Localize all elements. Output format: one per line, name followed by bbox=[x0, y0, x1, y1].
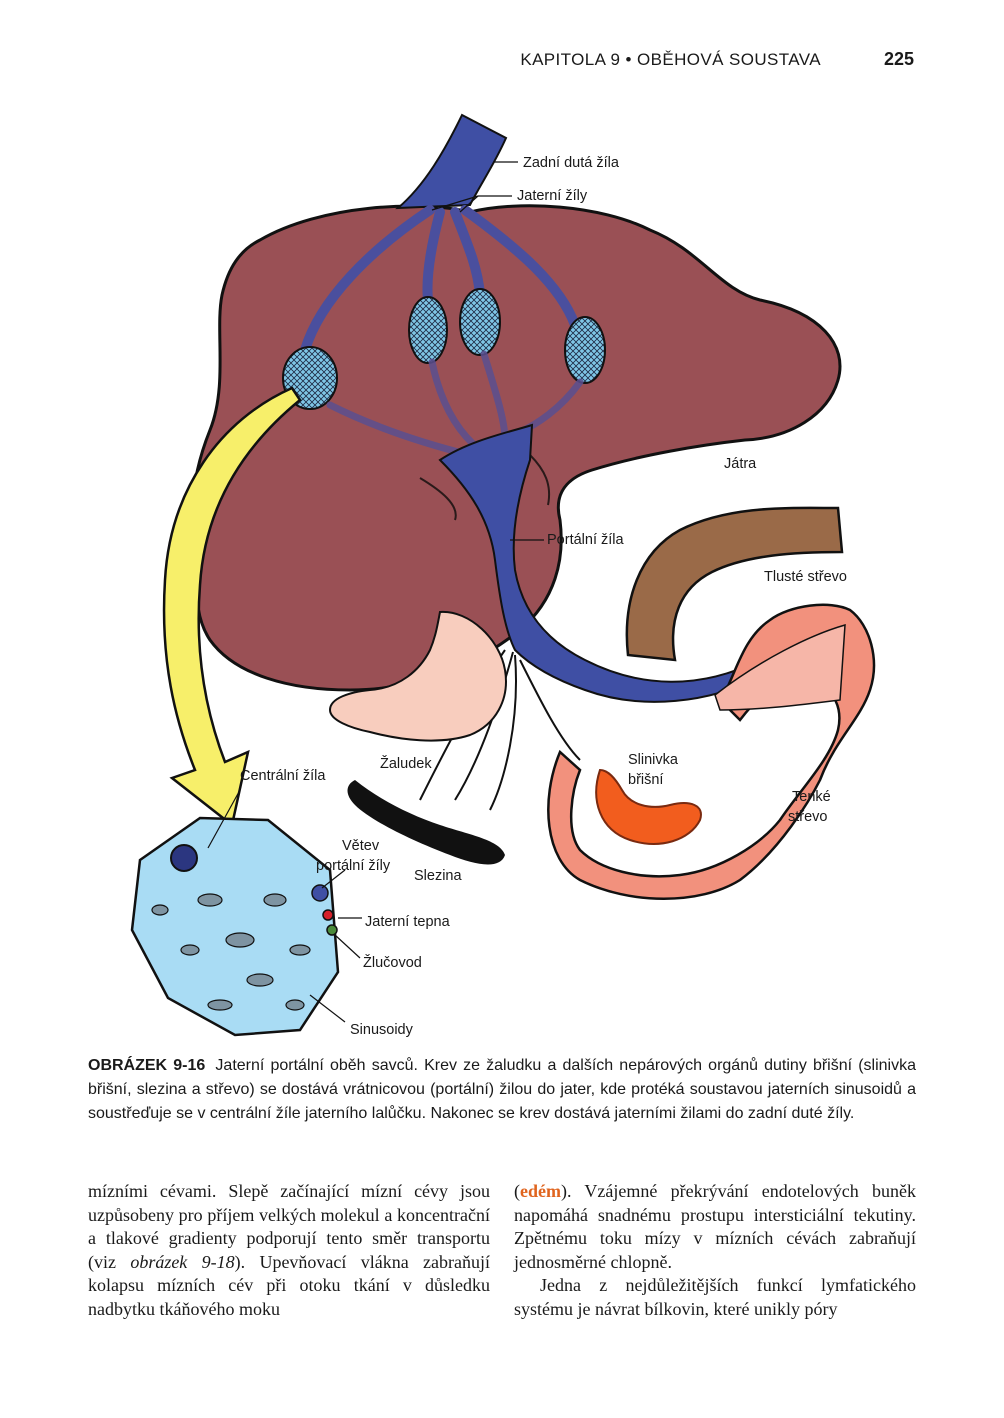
left-text-part1: mízními cévami. Slepě začínající mízní c… bbox=[88, 1181, 490, 1272]
label-portal-branch-line2: portální žíly bbox=[316, 858, 391, 874]
vena-cava-shape bbox=[395, 113, 508, 210]
right-paragraph-2: Jedna z nejdůležitějších funkcí lymfatic… bbox=[514, 1274, 916, 1321]
lobule-block bbox=[130, 816, 340, 1037]
spleen-shape bbox=[347, 780, 505, 865]
right-text-part1: ). Vzájemné překrývání endotelových buně… bbox=[514, 1181, 916, 1272]
body-column-left: mízními cévami. Slepě začínající mízní c… bbox=[88, 1180, 490, 1321]
label-large-intestine: Tlusté střevo bbox=[764, 569, 847, 585]
central-vein-mark bbox=[170, 844, 198, 872]
stomach-shape bbox=[328, 610, 507, 742]
label-spleen: Slezina bbox=[414, 868, 462, 884]
figure-illustration bbox=[130, 113, 876, 1037]
label-sinusoids: Sinusoidy bbox=[350, 1022, 413, 1038]
label-portal-branch-line1: Větev bbox=[342, 838, 380, 854]
label-pancreas-line2: břišní bbox=[628, 772, 664, 788]
label-pancreas-line1: Slinivka bbox=[628, 752, 678, 768]
right-text-part2: Jedna z nejdůležitějších funkcí lymfatic… bbox=[514, 1275, 916, 1319]
highlighted-term: edém bbox=[520, 1181, 561, 1201]
large-intestine-shape bbox=[625, 506, 844, 662]
pancreas-shape bbox=[595, 768, 702, 845]
body-column-right: (edém). Vzájemné překrývání endotelových… bbox=[514, 1180, 916, 1321]
label-bile-duct: Žlučovod bbox=[363, 955, 422, 971]
figure-number: OBRÁZEK 9-16 bbox=[88, 1057, 206, 1074]
hepatic-veins bbox=[300, 205, 580, 355]
running-head: KAPITOLA 9 • OBĚHOVÁ SOUSTAVA 225 bbox=[0, 49, 1004, 74]
label-hepatic-artery: Jaterní tepna bbox=[365, 914, 450, 930]
right-paragraph-1: (edém). Vzájemné překrývání endotelových… bbox=[514, 1180, 916, 1274]
label-small-intestine-line2: střevo bbox=[788, 809, 828, 825]
label-liver: Játra bbox=[724, 456, 757, 472]
page-number: 225 bbox=[883, 49, 914, 69]
left-text-part2: ). Upevňovací vlákna zabraňují kolapsu m… bbox=[88, 1251, 491, 1319]
lobule-veins bbox=[282, 288, 606, 410]
label-small-intestine-line1: Tenké bbox=[792, 789, 831, 805]
label-stomach: Žaludek bbox=[380, 756, 432, 772]
label-leaders bbox=[207, 161, 544, 1023]
label-vena-cava: Zadní dutá žíla bbox=[523, 155, 619, 171]
chapter-title: KAPITOLA 9 • OBĚHOVÁ SOUSTAVA bbox=[520, 50, 821, 69]
hepatic-portal-figure: Zadní dutá žíla Jaterní žíly Játra Portá… bbox=[0, 100, 1004, 1050]
label-portal-vein: Portální žíla bbox=[547, 532, 624, 548]
figure-reference: obrázek 9-18 bbox=[130, 1251, 235, 1272]
label-hepatic-veins: Jaterní žíly bbox=[517, 188, 588, 204]
open-paren: ( bbox=[514, 1181, 520, 1201]
caption-text: Jaterní portální oběh savců. Krev ze žal… bbox=[88, 1057, 917, 1122]
figure-caption: OBRÁZEK 9-16 Jaterní portální oběh savců… bbox=[88, 1054, 916, 1126]
label-central-vein: Centrální žíla bbox=[240, 768, 326, 784]
mesentery-shape bbox=[714, 623, 846, 711]
